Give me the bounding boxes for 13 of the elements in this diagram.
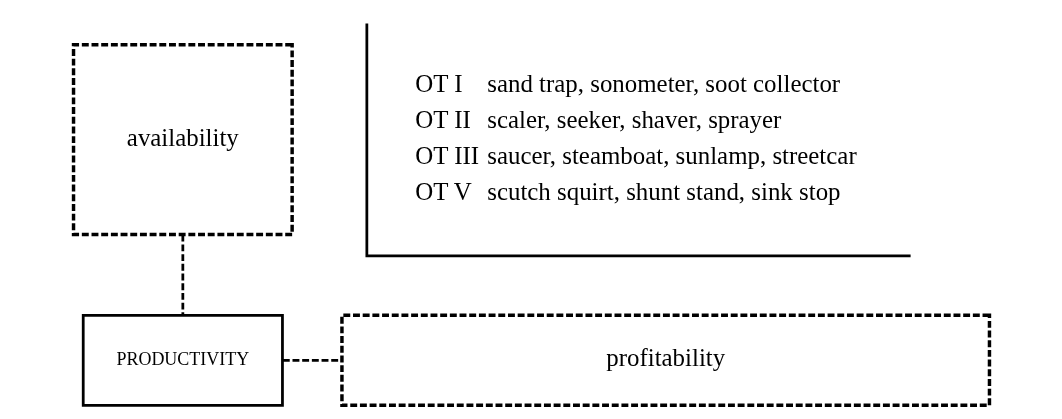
label: sand trap, sonometer, soot collector (486, 69, 840, 97)
label: saucer, steamboat, sunlamp, streetcar (486, 141, 857, 169)
connector (282, 358, 342, 362)
node-box: availability (71, 43, 294, 237)
node-box: profitability (339, 313, 991, 407)
label: OT I (414, 69, 463, 97)
label: scaler, seeker, shaver, sprayer (486, 105, 781, 133)
label: scutch squirt, shunt stand, sink stop (486, 177, 841, 205)
connector (180, 234, 184, 315)
label: OT III (414, 141, 479, 169)
label: OT V (414, 177, 472, 205)
label: OT II (414, 105, 471, 133)
node-box: PRODUCTIVITY (81, 313, 284, 407)
